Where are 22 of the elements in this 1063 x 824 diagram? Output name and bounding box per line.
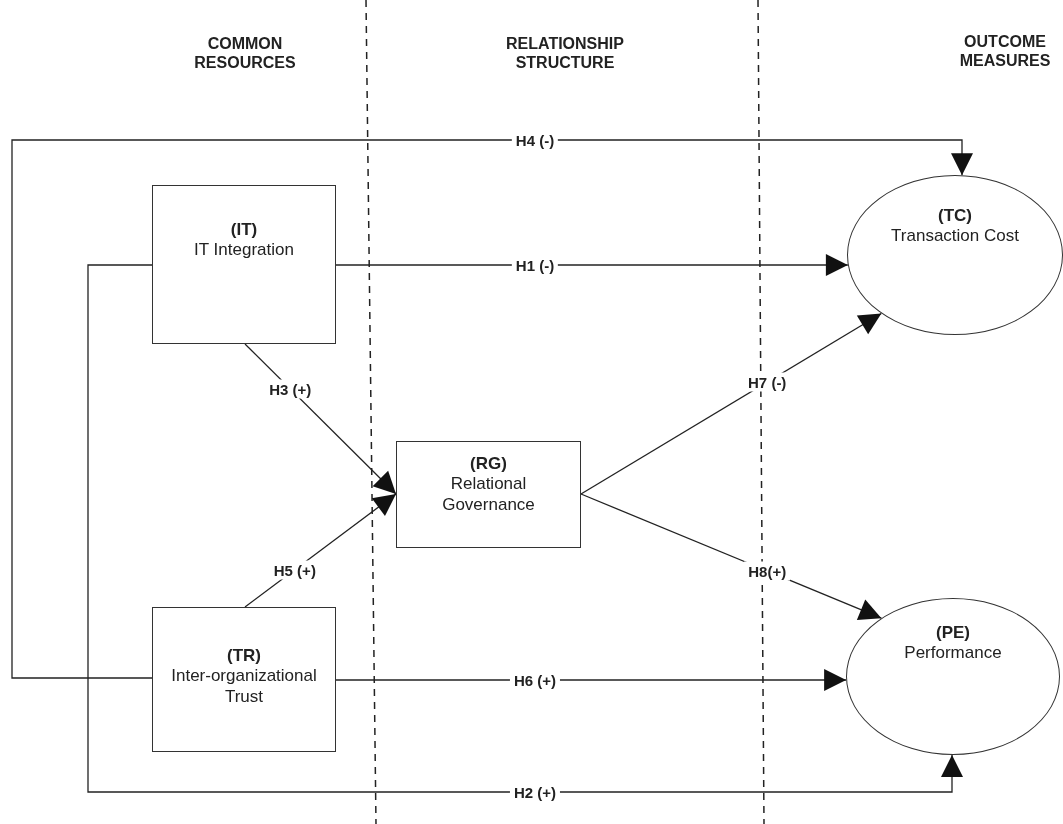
construct-code: (RG) — [470, 454, 507, 475]
construct-name: Relational Governance — [441, 474, 536, 516]
construct-name: Inter-organizational Trust — [170, 666, 318, 708]
arrow — [87, 264, 963, 793]
construct-code: (PE) — [936, 623, 970, 644]
construct-box — [396, 441, 581, 548]
construct-code: (IT) — [230, 220, 258, 241]
construct-box — [152, 607, 336, 752]
arrow — [335, 669, 847, 691]
construct-box — [152, 185, 336, 344]
column-heading: RELATIONSHIP STRUCTURE — [505, 34, 625, 73]
column-heading: COMMON RESOURCES — [193, 34, 297, 73]
construct-code: (TR) — [227, 646, 261, 667]
arrow — [335, 254, 849, 276]
construct-code: (TC) — [938, 206, 972, 227]
construct-name: Performance — [904, 643, 1002, 664]
construct-name: Transaction Cost — [891, 226, 1019, 247]
arrow — [580, 312, 882, 495]
edge-label: H8(+) — [744, 561, 791, 581]
column-heading: OUTCOME MEASURES — [958, 32, 1052, 71]
construct-name: IT Integration — [194, 240, 294, 261]
arrow — [11, 139, 973, 679]
